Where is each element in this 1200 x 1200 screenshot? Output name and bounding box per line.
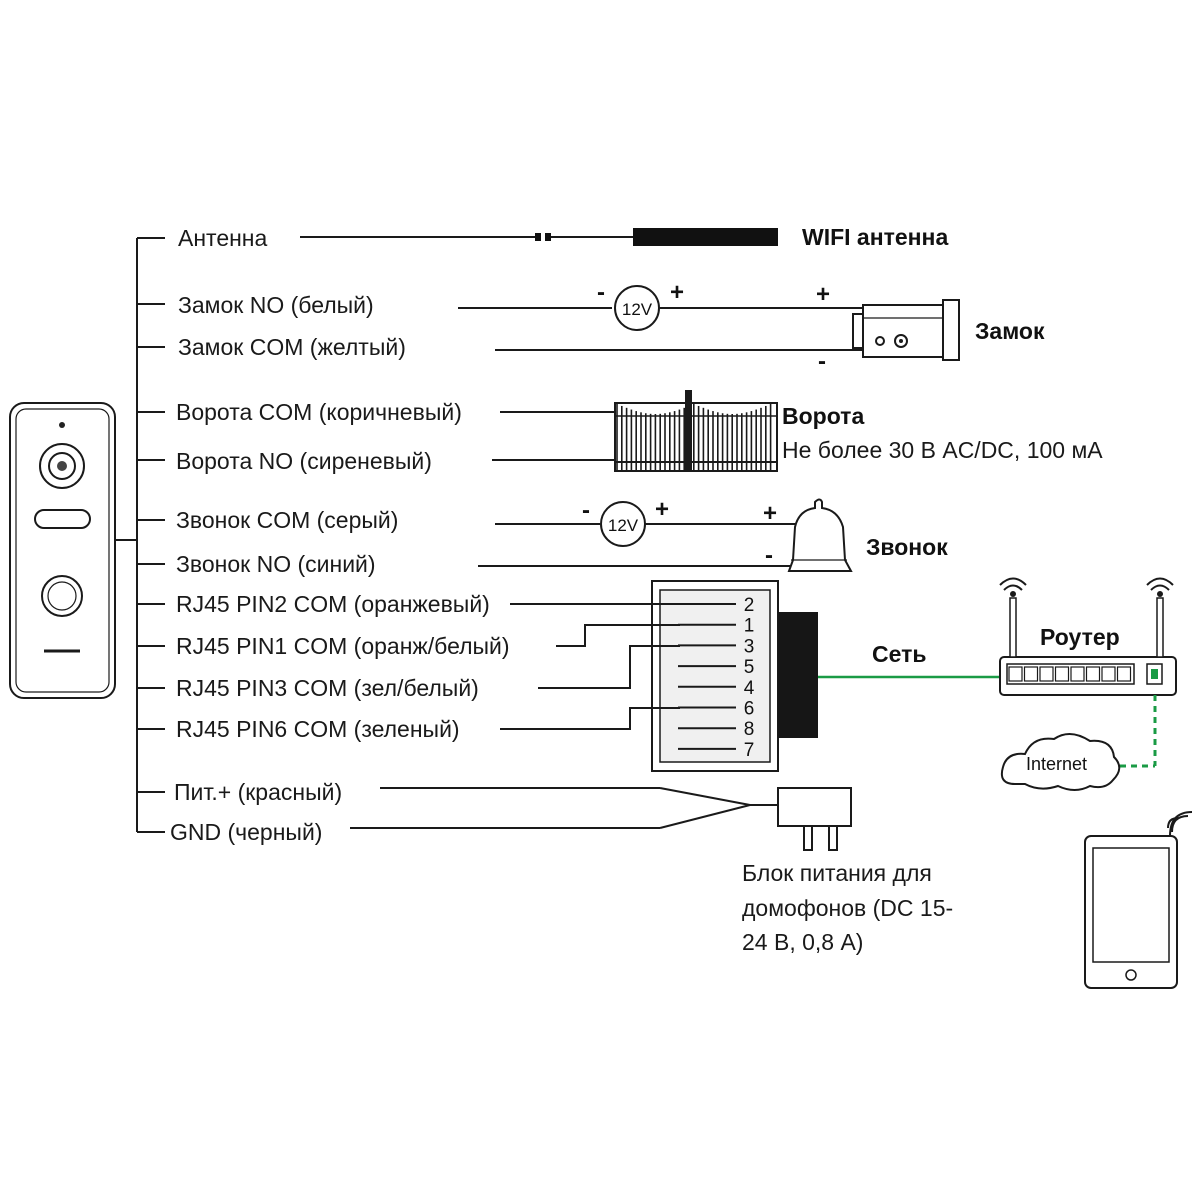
name-plate xyxy=(34,509,91,529)
lock-com-wire-label: Замок COM (желтый) xyxy=(178,334,406,360)
bell-label: Звонок xyxy=(866,534,948,560)
bell-com-wire-label: Звонок COM (серый) xyxy=(176,507,398,533)
power-supply-label-line1: Блок питания для xyxy=(742,860,932,886)
door-panel xyxy=(9,402,137,699)
lock-plus-sign: + xyxy=(816,281,830,308)
rj45-pin3-wire-label: RJ45 PIN3 COM (зел/белый) xyxy=(176,675,479,701)
router-icon xyxy=(999,577,1177,696)
antenna-wire-label: Антенна xyxy=(178,225,268,251)
bell-no-wire-label: Звонок NO (синий) xyxy=(176,551,376,577)
router-port xyxy=(1008,666,1023,682)
antenna-icon xyxy=(633,228,778,246)
gate-rating-note: Не более 30 В AC/DC, 100 мА xyxy=(782,437,1103,463)
rj45-pin-number: 6 xyxy=(744,699,755,720)
rj45-connector xyxy=(500,580,818,772)
power-supply-label-line3: 24 В, 0,8 А) xyxy=(742,929,863,955)
gnd-wire-label: GND (черный) xyxy=(170,819,322,845)
rj45-pin-number: 5 xyxy=(744,657,755,678)
gate-no-wire-label: Ворота NO (сиреневый) xyxy=(176,448,432,474)
wifi-antenna xyxy=(300,228,778,246)
gate-label: Ворота xyxy=(782,403,864,429)
lock-label: Замок xyxy=(975,318,1045,344)
internet-label: Internet xyxy=(1026,754,1087,774)
rj45-pin1-wire-label: RJ45 PIN1 COM (оранж/белый) xyxy=(176,633,510,659)
router-port xyxy=(1070,666,1085,682)
lock-no-wire-label: Замок NO (белый) xyxy=(178,292,374,318)
bell-circuit xyxy=(478,498,853,572)
lock-supply-minus-sign: - xyxy=(597,279,605,306)
cloud-icon xyxy=(1000,733,1121,791)
power-supply xyxy=(350,787,852,851)
router-port xyxy=(1101,666,1116,682)
bell-supply-12v-label: 12V xyxy=(608,516,639,535)
lock-supply-plus-sign: + xyxy=(670,279,684,306)
bell-minus-sign: - xyxy=(765,542,773,569)
wifi-antenna-label: WIFI антенна xyxy=(802,224,948,250)
rj45-pin-number: 1 xyxy=(744,616,755,637)
router-port xyxy=(1085,666,1101,682)
network-label: Сеть xyxy=(872,641,927,667)
router-port xyxy=(1023,666,1039,682)
power-supply-label-line2: домофонов (DC 15- xyxy=(742,895,953,921)
gate-com-wire-label: Ворота COM (коричневый) xyxy=(176,399,462,425)
lock-supply-12v-label: 12V xyxy=(622,300,653,319)
lock-circuit xyxy=(458,285,960,361)
gate-circuit xyxy=(492,390,778,472)
rj45-pin2-wire-label: RJ45 PIN2 COM (оранжевый) xyxy=(176,591,490,617)
rj45-pin-number: 8 xyxy=(744,719,755,740)
router-label: Роутер xyxy=(1040,624,1120,650)
rj45-pin6-wire-label: RJ45 PIN6 COM (зеленый) xyxy=(176,716,460,742)
cable-taps xyxy=(137,237,165,833)
router-port xyxy=(1039,666,1054,682)
rj45-pin-number: 2 xyxy=(744,595,755,616)
router-port xyxy=(1116,666,1132,682)
power-adapter-icon xyxy=(777,787,852,827)
microphone-icon xyxy=(59,422,65,428)
lock-icon xyxy=(862,304,944,358)
smartphone-icon xyxy=(1084,811,1193,989)
rj45-pin-number: 3 xyxy=(744,636,755,657)
power-plus-wire-label: Пит.+ (красный) xyxy=(174,779,342,805)
bell-supply-minus-sign: - xyxy=(582,497,590,524)
rj45-pin-number: 4 xyxy=(744,678,755,699)
wireless-signal-icon xyxy=(1167,811,1193,837)
bell-plus-sign: + xyxy=(763,500,777,527)
rj45-pin-number: 7 xyxy=(744,740,755,761)
rj45-plug-body xyxy=(778,612,818,738)
bell-supply-plus-sign: + xyxy=(655,496,669,523)
lock-minus-sign: - xyxy=(818,348,826,375)
gate-icon xyxy=(614,390,778,472)
router-port xyxy=(1054,666,1070,682)
bell-icon xyxy=(787,498,853,572)
